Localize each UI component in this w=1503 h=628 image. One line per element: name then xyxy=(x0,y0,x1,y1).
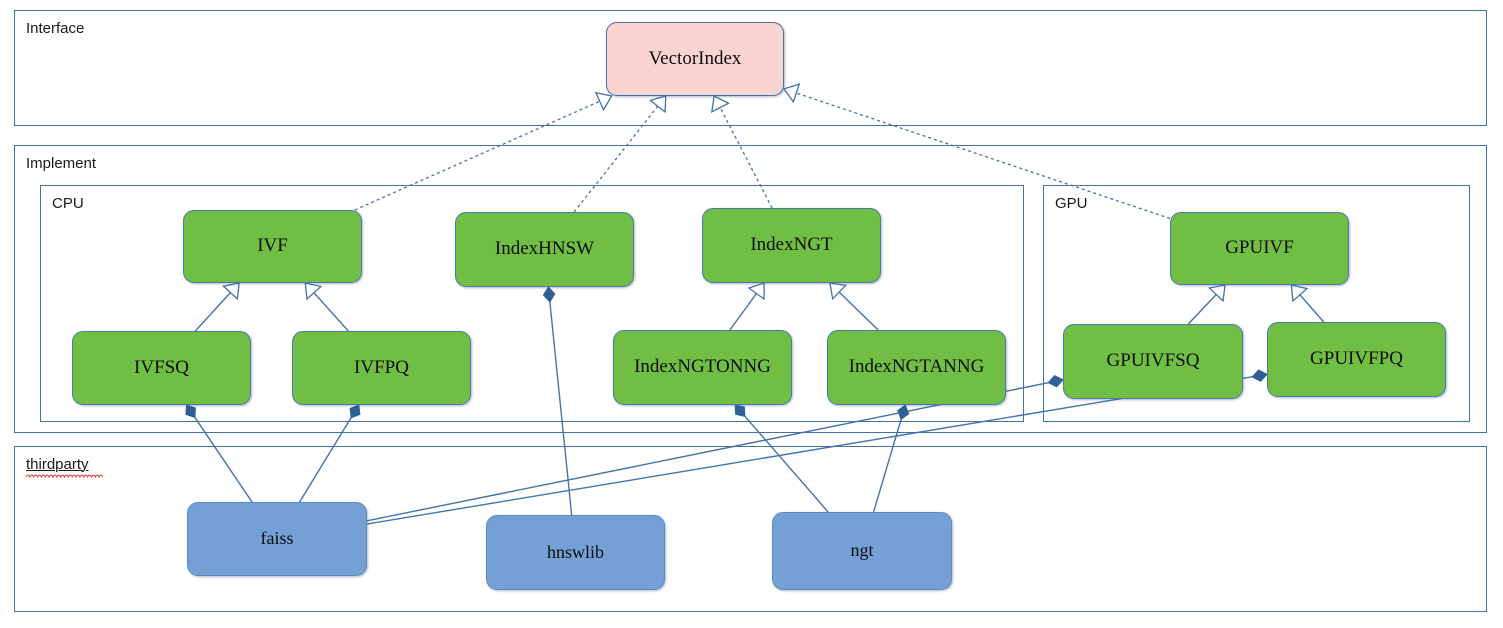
edge-line-e8 xyxy=(838,291,879,331)
edge-line-e11 xyxy=(194,417,253,503)
inheritance-triangle-icon-e3 xyxy=(710,95,730,114)
group-container-gpu xyxy=(1043,185,1470,422)
inheritance-triangle-icon-e10 xyxy=(1290,284,1309,303)
node-gpuivfpq[interactable]: GPUIVFPQ xyxy=(1267,322,1446,397)
group-label-interface: Interface xyxy=(26,20,85,37)
edge-line-e4 xyxy=(796,92,1171,220)
edge-ivfpq-to-ivf xyxy=(304,282,349,332)
edge-ngt-to-indexngtonng xyxy=(734,404,829,513)
node-ivfsq[interactable]: IVFSQ xyxy=(72,331,251,405)
edge-line-e9 xyxy=(1187,293,1217,325)
edge-indexngtonng-to-indexngt xyxy=(729,282,765,331)
edge-faiss-to-ivfpq xyxy=(299,404,361,503)
edge-faiss-to-ivfsq xyxy=(185,404,253,503)
aggregation-diamond-icon-e11 xyxy=(185,404,196,419)
node-label-gpuivfpq: GPUIVFPQ xyxy=(1310,348,1403,370)
node-indexngtanng[interactable]: IndexNGTANNG xyxy=(827,330,1006,405)
edge-line-e5 xyxy=(194,292,231,332)
node-label-ivfpq: IVFPQ xyxy=(354,356,409,378)
node-gpuivf[interactable]: GPUIVF xyxy=(1170,212,1349,285)
edge-line-e1 xyxy=(354,100,601,211)
node-vectorindex[interactable]: VectorIndex xyxy=(606,22,784,96)
edge-line-e13 xyxy=(366,382,1049,522)
node-faiss[interactable]: faiss xyxy=(187,502,367,576)
edge-line-e16 xyxy=(744,415,829,513)
edge-line-e6 xyxy=(313,292,349,332)
edge-ivfsq-to-ivf xyxy=(194,282,240,332)
node-indexngtonng[interactable]: IndexNGTONNG xyxy=(613,330,792,405)
node-label-vectorindex: VectorIndex xyxy=(648,47,742,69)
edge-line-e7 xyxy=(729,293,758,331)
inheritance-triangle-icon-e9 xyxy=(1208,284,1226,303)
node-gpuivfsq[interactable]: GPUIVFSQ xyxy=(1063,324,1243,399)
edge-indexhnsw-to-vectorindex xyxy=(573,95,667,213)
node-label-ngt: ngt xyxy=(850,540,874,561)
edge-line-e3 xyxy=(719,107,773,209)
node-ivfpq[interactable]: IVFPQ xyxy=(292,331,471,405)
inheritance-triangle-icon-e4 xyxy=(782,83,801,104)
group-container-thirdparty xyxy=(14,446,1487,612)
node-ivf[interactable]: IVF xyxy=(183,210,362,283)
edge-line-e14 xyxy=(366,376,1253,525)
inheritance-triangle-icon-e5 xyxy=(222,282,240,301)
node-indexhnsw[interactable]: IndexHNSW xyxy=(455,212,634,287)
node-label-ivf: IVF xyxy=(257,235,288,257)
aggregation-diamond-icon-e17 xyxy=(897,404,910,421)
edge-line-e17 xyxy=(872,419,902,513)
aggregation-diamond-icon-e15 xyxy=(542,286,556,303)
edge-line-e2 xyxy=(573,105,659,213)
group-label-gpu: GPU xyxy=(1055,195,1088,212)
node-indexngt[interactable]: IndexNGT xyxy=(702,208,881,283)
edge-hnswlib-to-indexhnsw xyxy=(542,286,573,516)
node-label-hnswlib: hnswlib xyxy=(546,541,604,562)
aggregation-diamond-icon-e16 xyxy=(734,404,746,417)
edge-line-e12 xyxy=(299,417,352,503)
inheritance-triangle-icon-e1 xyxy=(594,91,613,112)
edge-gpuivf-to-vectorindex xyxy=(782,83,1171,220)
node-label-indexngt: IndexNGT xyxy=(750,234,833,256)
edge-line-e15 xyxy=(549,301,573,516)
inheritance-triangle-icon-e6 xyxy=(304,282,323,301)
inheritance-triangle-icon-e8 xyxy=(829,282,848,301)
group-container-implement xyxy=(14,145,1487,433)
inheritance-triangle-icon-e2 xyxy=(648,95,667,114)
group-container-interface xyxy=(14,10,1487,126)
node-label-gpuivfsq: GPUIVFSQ xyxy=(1106,350,1200,372)
edge-faiss-to-gpuivfpq xyxy=(366,369,1268,525)
node-label-indexngtonng: IndexNGTONNG xyxy=(634,356,771,378)
edge-ngt-to-indexngtanng xyxy=(872,404,910,513)
edge-ivf-to-vectorindex xyxy=(354,91,613,211)
group-container-cpu xyxy=(40,185,1024,422)
edge-indexngtanng-to-indexngt xyxy=(829,282,879,331)
node-ngt[interactable]: ngt xyxy=(772,512,952,590)
node-label-ivfsq: IVFSQ xyxy=(134,356,189,378)
edge-indexngt-to-vectorindex xyxy=(710,95,773,209)
node-label-indexhnsw: IndexHNSW xyxy=(494,238,595,260)
node-label-gpuivf: GPUIVF xyxy=(1225,237,1294,259)
edge-faiss-to-gpuivfsq xyxy=(366,375,1064,522)
edge-line-e10 xyxy=(1299,294,1325,323)
edge-gpuivfpq-to-gpuivf xyxy=(1290,284,1325,323)
inheritance-triangle-icon-e7 xyxy=(747,282,765,301)
group-label-cpu: CPU xyxy=(52,195,84,212)
node-label-indexngtanng: IndexNGTANNG xyxy=(848,356,985,378)
group-label-thirdparty: thirdparty xyxy=(26,456,89,473)
node-hnswlib[interactable]: hnswlib xyxy=(486,515,665,590)
aggregation-diamond-icon-e14 xyxy=(1251,369,1268,382)
aggregation-diamond-icon-e13 xyxy=(1047,375,1064,388)
edge-gpuivfsq-to-gpuivf xyxy=(1187,284,1226,325)
group-label-implement: Implement xyxy=(26,155,97,172)
aggregation-diamond-icon-e12 xyxy=(349,404,361,419)
node-label-faiss: faiss xyxy=(260,528,294,549)
